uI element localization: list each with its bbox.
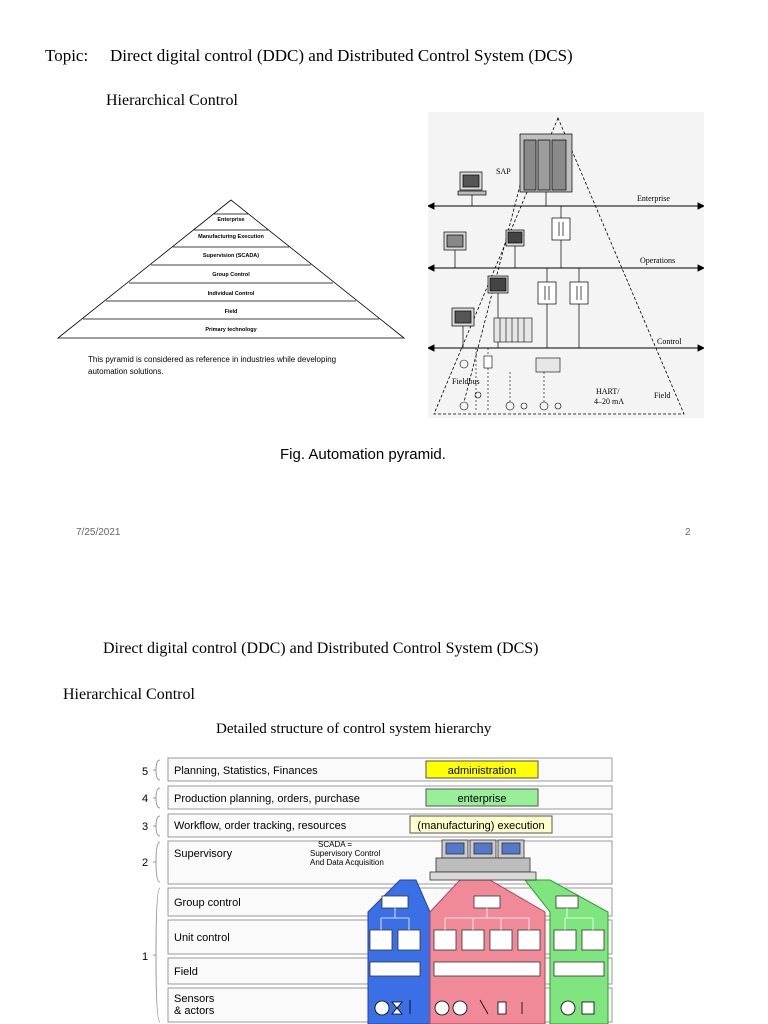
scada-text-line2: Supervisory Control — [310, 849, 380, 858]
slide2-title: Direct digital control (DDC) and Distrib… — [103, 640, 539, 657]
level-braces — [153, 759, 161, 1023]
page-number: 2 — [685, 527, 691, 538]
hierarchy-triangles — [433, 116, 685, 415]
scada-console-icon — [429, 839, 537, 881]
level-number-3: 3 — [142, 821, 148, 833]
control-hierarchy-diagram: 5 4 3 2 1 Planning, Statistics, Finances… — [142, 757, 613, 1024]
pyramid-level-primary: Primary technology — [205, 327, 257, 333]
field-device-icons — [459, 348, 562, 412]
pyramid-outline — [56, 199, 406, 339]
level-number-4: 4 — [142, 793, 148, 805]
administration-tag-box — [425, 760, 539, 779]
row-label-workflow: Workflow, order tracking, resources — [174, 820, 347, 832]
topic-label: Topic: — [45, 46, 89, 65]
pyramid-level-enterprise: Enterprise — [217, 217, 244, 223]
field-label: Field — [654, 391, 670, 400]
scada-text-line3: And Data Acquisition — [310, 858, 384, 867]
enterprise-bus-label: Enterprise — [637, 194, 670, 203]
row-label-sensors-line1: Sensors — [174, 993, 215, 1005]
slide-subtitle: Hierarchical Control — [106, 92, 238, 109]
scada-text-line1: SCADA = — [318, 840, 352, 849]
row-label-group-control: Group control — [174, 897, 241, 909]
row-label-unit-control: Unit control — [174, 932, 230, 944]
row-label-supervisory: Supervisory — [174, 848, 233, 860]
enterprise-tag: enterprise — [458, 793, 507, 805]
slide-title: Direct digital control (DDC) and Distrib… — [110, 46, 573, 65]
slide2-subtitle: Hierarchical Control — [63, 686, 195, 703]
pyramid-level-field: Field — [225, 309, 238, 315]
sap-server-icon — [519, 133, 573, 206]
green-control-column — [523, 879, 609, 1024]
row-label-sensors-line2: & actors — [174, 1005, 215, 1017]
hierarchy-heading: Detailed structure of control system hie… — [216, 721, 492, 737]
network-hierarchy-figure: SAP Enterprise Operations Control Field … — [428, 112, 704, 418]
hart-label-line2: 4–20 mA — [594, 397, 624, 406]
pyramid-level-supervision: Supervision (SCADA) — [203, 253, 259, 259]
io-rack-icons — [493, 317, 561, 373]
control-bus-label: Control — [657, 337, 682, 346]
pyramid-note-line1: This pyramid is considered as reference … — [88, 355, 336, 364]
controller-links — [380, 908, 594, 930]
pyramid-level-individual-control: Individual Control — [208, 291, 255, 297]
pyramid-note-line2: automation solutions. — [88, 367, 164, 376]
network-buses — [428, 202, 704, 352]
administration-tag: administration — [448, 765, 516, 777]
pyramid-level-manufacturing: Manufacturing Execution — [198, 234, 264, 240]
level-number-2: 2 — [142, 857, 148, 869]
workstation-icon — [443, 171, 525, 348]
blue-control-column — [367, 879, 431, 1024]
sensor-actor-icons — [374, 999, 595, 1016]
pyramid-level-group-control: Group Control — [212, 272, 250, 278]
slide-date: 7/25/2021 — [76, 527, 121, 538]
row-label-production: Production planning, orders, purchase — [174, 793, 360, 805]
enterprise-tag-box — [425, 788, 539, 807]
sap-label: SAP — [496, 167, 511, 176]
level-number-1: 1 — [142, 951, 148, 963]
automation-pyramid-figure: Enterprise Manufacturing Execution Super… — [56, 199, 406, 376]
row-label-planning: Planning, Statistics, Finances — [174, 765, 318, 777]
execution-tag-box — [409, 815, 553, 834]
execution-tag: (manufacturing) execution — [417, 820, 544, 832]
row-label-field: Field — [174, 966, 198, 978]
controller-boxes — [369, 895, 605, 977]
figure-caption: Fig. Automation pyramid. — [280, 446, 446, 463]
hart-label-line1: HART/ — [596, 387, 620, 396]
fieldbus-label: Fieldbus — [452, 377, 480, 386]
level-number-5: 5 — [142, 766, 148, 778]
gateway-icons — [537, 206, 589, 348]
operations-bus-label: Operations — [640, 256, 675, 265]
